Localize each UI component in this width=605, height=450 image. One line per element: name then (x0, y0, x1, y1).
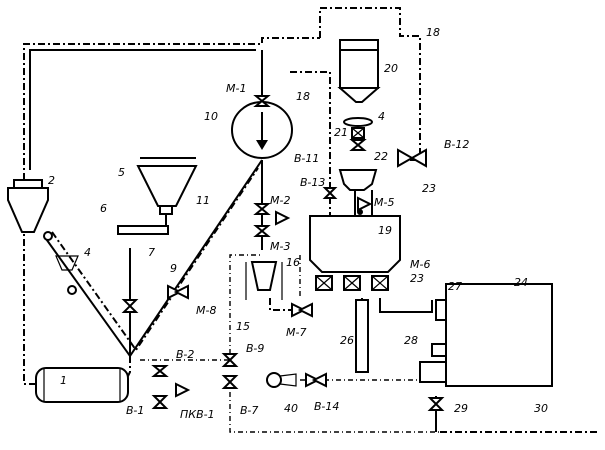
valve-m2 (253, 203, 271, 215)
label-v1: B-1 (126, 404, 144, 417)
label-5: 5 (118, 166, 125, 179)
label-2: 2 (48, 174, 55, 187)
bottom-line (229, 380, 440, 433)
valve-b12 (397, 148, 427, 168)
valve-b2 (151, 365, 169, 377)
label-26: 26 (340, 334, 354, 347)
label-15: 15 (236, 320, 250, 333)
valve-m3 (253, 225, 271, 237)
unit-4-left (43, 231, 79, 295)
label-v9: B-9 (246, 342, 264, 355)
valve-b11 (322, 187, 338, 199)
bunker-20 (337, 39, 381, 103)
mixer-feed (354, 190, 373, 216)
pump-28 (419, 343, 447, 383)
valve-m5 (357, 196, 373, 215)
label-4-right: 4 (378, 110, 385, 123)
label-6: 6 (100, 202, 107, 215)
label-16: 16 (286, 256, 300, 269)
valve-m1 (253, 95, 271, 107)
label-40: 40 (284, 402, 298, 415)
label-m1: M-1 (226, 82, 246, 95)
valve-m8 (167, 284, 189, 300)
valve-4-top (349, 139, 367, 151)
valve-pkv1 (175, 382, 191, 398)
label-24: 24 (514, 276, 528, 289)
label-v11: B-11 (294, 152, 319, 165)
separator-10 (231, 101, 293, 159)
label-m5: M-5 (374, 196, 394, 209)
label-m6: M-6 (410, 258, 430, 271)
line-15 (140, 254, 262, 361)
gates-23 (315, 275, 389, 291)
labels: 1 2 4 4 5 6 7 9 10 11 15 16 18 18 19 20 … (48, 26, 548, 421)
label-23-top: 23 (422, 182, 436, 195)
conveyor-diagonals-dash (51, 167, 259, 352)
column-26 (355, 299, 369, 373)
valve-b1 (151, 395, 169, 409)
label-29: 29 (454, 402, 468, 415)
valves (121, 95, 445, 411)
label-v14: B-14 (314, 400, 339, 413)
dryer-return (23, 230, 36, 385)
label-18-mid: 18 (296, 90, 310, 103)
label-30: 30 (534, 402, 548, 415)
line-18-to-19 (290, 71, 331, 216)
label-10: 10 (204, 110, 218, 123)
dryer-drum-1 (35, 367, 129, 403)
label-m3: M-3 (270, 240, 290, 253)
valve-b14 (305, 372, 327, 388)
valve-b13 (275, 210, 291, 226)
label-v12: B-12 (444, 138, 469, 151)
label-20: 20 (384, 62, 398, 75)
label-7: 7 (148, 246, 155, 259)
label-19: 19 (378, 224, 392, 237)
junction-to-dryer (124, 356, 131, 383)
label-22: 22 (374, 150, 388, 163)
dosing-21 (343, 117, 373, 139)
feeder-6 (117, 214, 169, 235)
cyclone-2 (7, 179, 49, 233)
top-main-line (29, 49, 256, 170)
valve-7 (121, 299, 139, 313)
label-v13: B-13 (300, 176, 325, 189)
fan-40 (266, 372, 297, 388)
label-m7: M-7 (286, 326, 306, 339)
label-27: 27 (448, 280, 462, 293)
valve-m7 (291, 302, 313, 318)
label-v2: B-2 (176, 348, 194, 361)
m7-line (269, 298, 300, 311)
valve-b7 (221, 375, 239, 389)
label-18-top: 18 (426, 26, 440, 39)
valve-29 (427, 397, 445, 411)
label-1: 1 (60, 374, 67, 387)
hopper-5 (136, 157, 198, 215)
label-28: 28 (404, 334, 418, 347)
to-dryer-24 (379, 298, 433, 313)
label-4-left: 4 (84, 246, 91, 259)
valve-b9 (221, 353, 239, 367)
label-23-bottom: 23 (410, 272, 424, 285)
filter-16 (245, 261, 283, 300)
label-m8: M-8 (196, 304, 216, 317)
label-v7: B-7 (240, 404, 258, 417)
label-pkv1: ПКВ-1 (180, 408, 215, 421)
top-return-line (23, 37, 320, 180)
label-11: 11 (196, 194, 210, 207)
mixer-22 (338, 169, 378, 191)
tank-19 (309, 215, 401, 273)
label-m2: M-2 (270, 194, 290, 207)
label-9: 9 (170, 262, 177, 275)
label-21: 21 (334, 126, 348, 139)
dryer-24 (435, 283, 553, 387)
